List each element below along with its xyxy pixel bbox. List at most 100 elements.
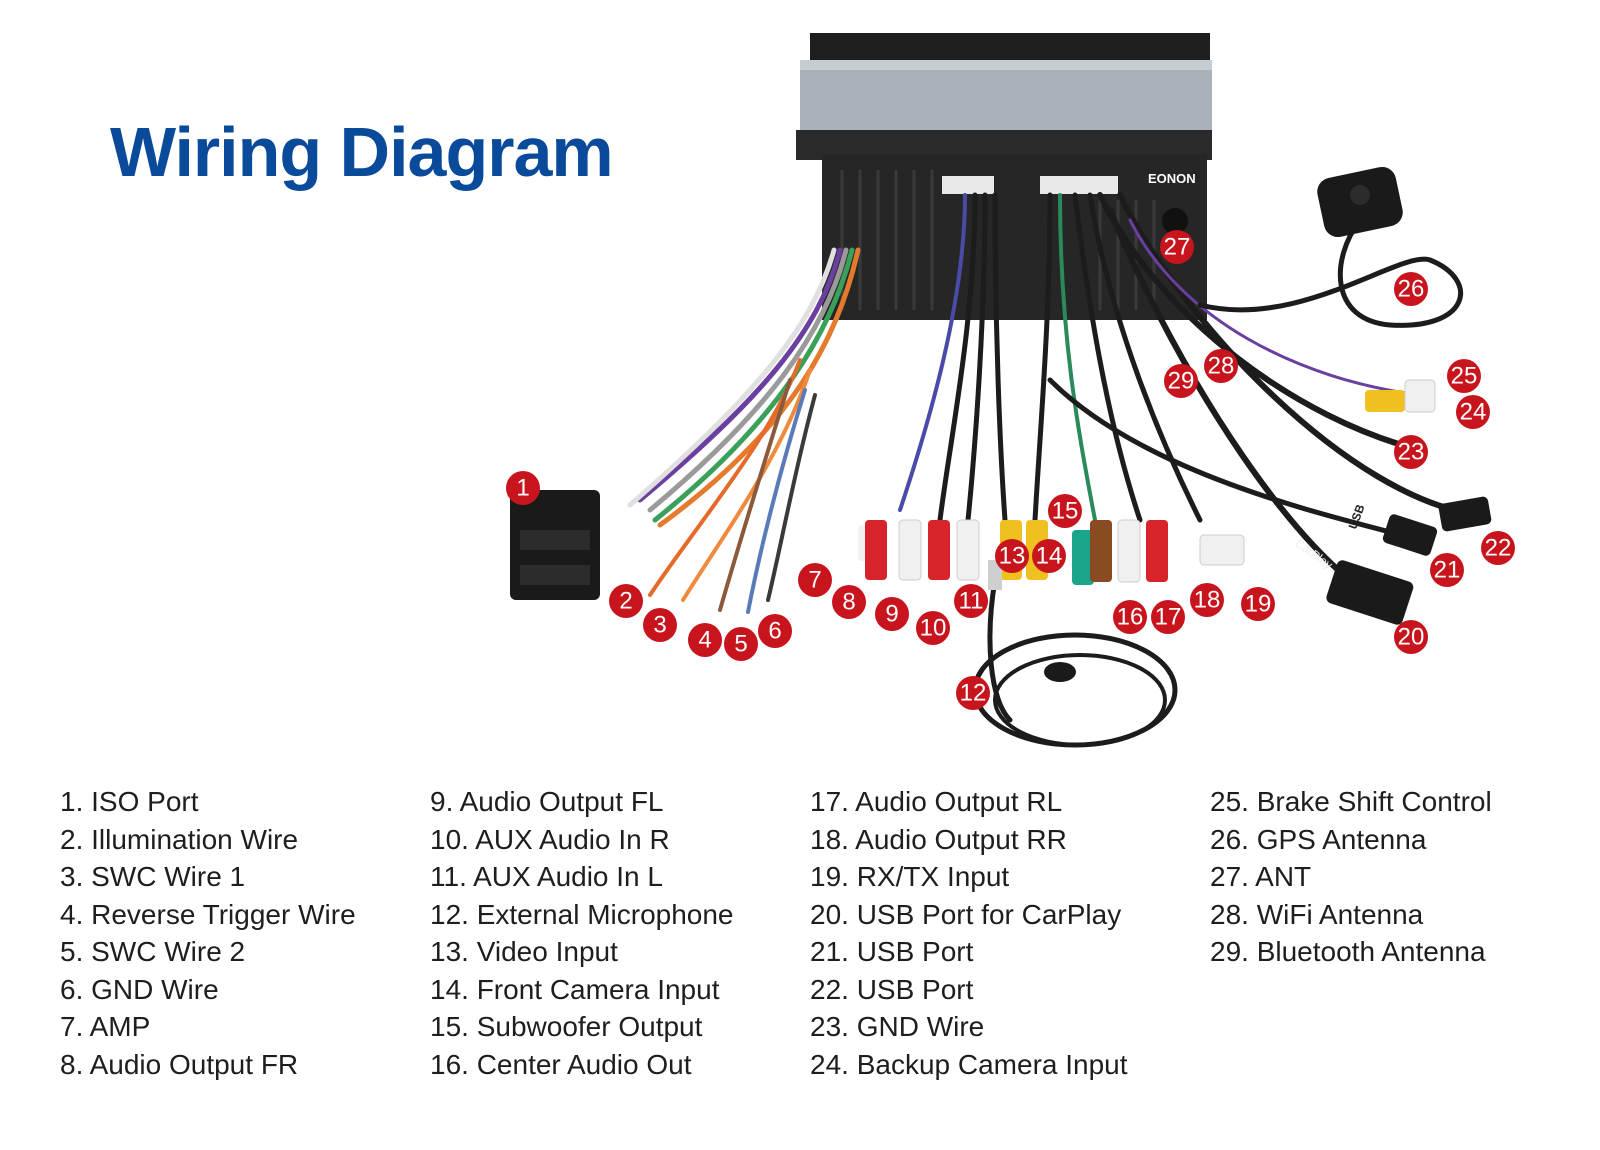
legend-column-2: 9. Audio Output FL 10. AUX Audio In R 11. … xyxy=(430,783,734,1083)
legend-item: 17. Audio Output RL xyxy=(810,786,1063,817)
callout-number: 14 xyxy=(1036,543,1063,570)
callout-circle xyxy=(1190,583,1224,617)
callout-circle xyxy=(1164,364,1198,398)
callout-badge: 14 xyxy=(1032,539,1066,573)
callout-circle xyxy=(1241,587,1275,621)
callout-circle xyxy=(1048,494,1082,528)
legend-item: 11. AUX Audio In L xyxy=(430,861,663,892)
legend-item: 14. Front Camera Input xyxy=(430,973,720,1005)
head-unit: EONON xyxy=(796,33,1212,320)
legend-item: 28. WiFi Antenna xyxy=(1210,898,1424,930)
callout-circle xyxy=(995,539,1029,573)
callout-circle xyxy=(875,597,909,631)
callout-number: 27 xyxy=(1164,234,1191,261)
callout-badge: 25 xyxy=(1447,359,1481,393)
page-title: Wiring Diagram xyxy=(110,113,614,191)
callout-badge: 7 xyxy=(798,563,832,597)
callout-badge: 18 xyxy=(1190,583,1224,617)
callout-circle xyxy=(1394,272,1428,306)
carplay-cable-label: CarPlay xyxy=(1292,536,1335,572)
callout-number: 3 xyxy=(653,612,666,639)
callout-number: 24 xyxy=(1460,399,1487,426)
callout-badge: 29 xyxy=(1164,364,1198,398)
callout-circle xyxy=(1113,600,1147,634)
legend-item: 18. Audio Output RR xyxy=(810,823,1067,855)
callout-circle xyxy=(643,608,677,642)
legend-item: 9. Audio Output FL xyxy=(430,786,664,817)
legend-item: 15. Subwoofer Output xyxy=(430,1011,703,1042)
legend-item: 5. SWC Wire 2 xyxy=(60,936,246,967)
legend-item: 3. SWC Wire 1 xyxy=(60,861,246,892)
iso-connector xyxy=(510,490,600,600)
callout-number: 15 xyxy=(1052,498,1079,525)
callout-number: 17 xyxy=(1155,604,1182,631)
callout-circle xyxy=(724,627,758,661)
wire-harness xyxy=(627,192,1483,748)
callout-circle xyxy=(609,584,643,618)
callout-badge: 21 xyxy=(1430,553,1464,587)
legend-item: 6. GND Wire xyxy=(60,973,219,1005)
callout-number: 21 xyxy=(1434,557,1461,584)
legend-item: 4. Reverse Trigger Wire xyxy=(60,898,356,930)
callout-circle xyxy=(1394,620,1428,654)
callout-number: 18 xyxy=(1194,587,1221,614)
legend-item: 22. USB Port xyxy=(810,973,974,1005)
legend-item: 21. USB Port xyxy=(810,936,974,967)
callout-badge: 5 xyxy=(724,627,758,661)
callout-number: 13 xyxy=(999,543,1026,570)
callout-number: 20 xyxy=(1398,624,1425,651)
legend-item: 27. ANT xyxy=(1210,861,1312,892)
callout-number: 28 xyxy=(1208,353,1235,380)
callout-number: 10 xyxy=(920,615,947,642)
callout-circle xyxy=(954,584,988,618)
callout-badge: 23 xyxy=(1394,435,1428,469)
callout-number: 4 xyxy=(698,627,711,654)
callout-badge: 27 xyxy=(1160,230,1194,264)
callout-badge: 8 xyxy=(832,585,866,619)
callout-number: 9 xyxy=(885,601,898,628)
microphone xyxy=(1044,662,1076,682)
callout-badge: 15 xyxy=(1048,494,1082,528)
legend-item: 10. AUX Audio In R xyxy=(430,823,670,855)
callout-badge: 1 xyxy=(506,471,540,505)
callout-badge: 12 xyxy=(956,676,990,710)
callout-badge: 13 xyxy=(995,539,1029,573)
legend-item: 8. Audio Output FR xyxy=(60,1048,299,1080)
callout-number: 7 xyxy=(808,567,821,594)
callout-badge: 3 xyxy=(643,608,677,642)
callout-badge: 26 xyxy=(1394,272,1428,306)
callout-circle xyxy=(758,614,792,648)
callout-circle xyxy=(1151,600,1185,634)
legend-item: 13. Video Input xyxy=(430,936,618,967)
callout-badge: 11 xyxy=(954,584,988,618)
callout-number: 12 xyxy=(960,680,987,707)
connector-block xyxy=(942,176,994,194)
legend-item: 23. GND Wire xyxy=(810,1011,985,1042)
callout-badge: 9 xyxy=(875,597,909,631)
callout-number: 1 xyxy=(516,475,529,502)
callout-badge: 24 xyxy=(1456,395,1490,429)
callout-circle xyxy=(506,471,540,505)
connector-block xyxy=(1040,176,1118,194)
brand-logo: EONON xyxy=(1148,171,1196,186)
legend-item: 26. GPS Antenna xyxy=(1210,823,1427,855)
callout-number: 11 xyxy=(959,588,984,615)
gps-antenna-module xyxy=(1317,166,1403,238)
callout-circle xyxy=(798,563,832,597)
legend-item: 1. ISO Port xyxy=(60,786,199,817)
antenna-socket xyxy=(1162,208,1188,234)
legend-item: 7. AMP xyxy=(60,1011,151,1042)
callout-circle xyxy=(956,676,990,710)
callout-number: 26 xyxy=(1398,276,1425,303)
callout-circle xyxy=(688,623,722,657)
callout-number: 16 xyxy=(1117,604,1144,631)
callout-badge: 22 xyxy=(1481,531,1515,565)
callout-number: 25 xyxy=(1451,363,1478,390)
legend-item: 20. USB Port for CarPlay xyxy=(810,898,1122,930)
callout-circle xyxy=(1204,349,1238,383)
callout-circle xyxy=(832,585,866,619)
